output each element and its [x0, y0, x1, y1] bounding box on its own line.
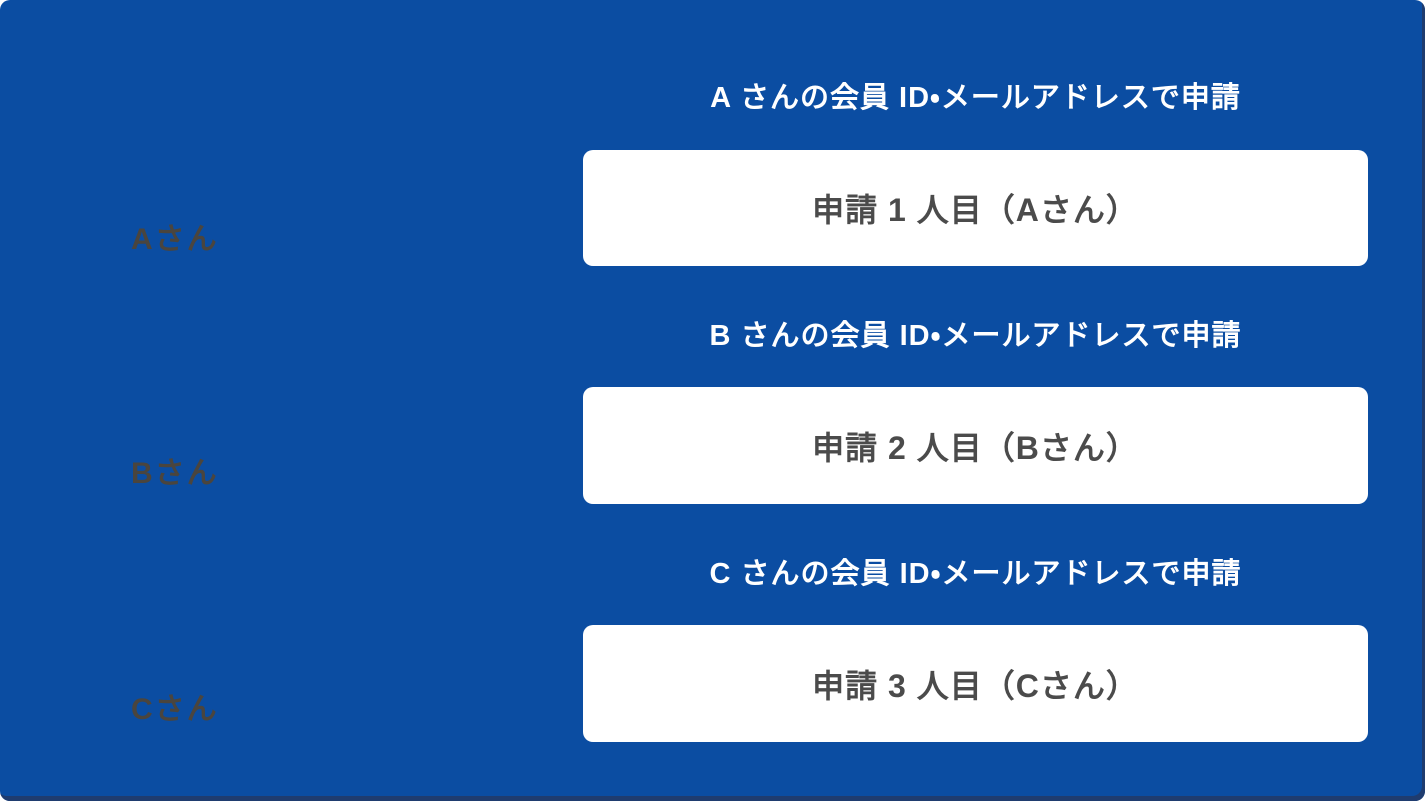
application-step-header-3: C さんの会員 ID・メールアドレスで申請: [709, 558, 1242, 590]
application-box-3: 申請 3 人目（Cさん）: [583, 625, 1368, 742]
application-box-2: 申請 2 人目（Bさん）: [583, 387, 1368, 504]
application-box-2-label: 申請 2 人目（Bさん）: [812, 429, 1139, 466]
application-step-header-1: A さんの会員 ID・メールアドレスで申請: [710, 82, 1241, 114]
application-box-1-label: 申請 1 人目（Aさん）: [812, 192, 1139, 228]
application-step-header-2: B さんの会員 ID・メールアドレスで申請: [709, 320, 1242, 352]
application-box-1: 申請 1 人目（Aさん）: [583, 150, 1368, 266]
application-box-3-label: 申請 3 人目（Cさん）: [812, 667, 1139, 704]
person-label-a: Aさん: [131, 223, 219, 256]
person-label-c: Cさん: [131, 693, 219, 726]
person-label-b: Bさん: [131, 457, 219, 490]
